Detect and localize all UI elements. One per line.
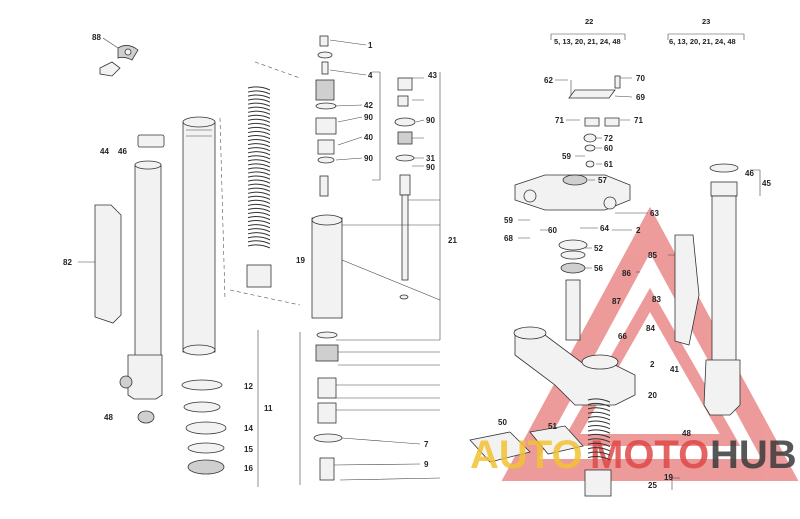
callout-88: 88 (92, 33, 101, 42)
callout-50: 50 (498, 418, 507, 427)
callout-31: 31 (426, 154, 435, 163)
callout-87: 87 (612, 297, 621, 306)
callout-46: 46 (745, 169, 754, 178)
spacer-19 (246, 264, 272, 288)
callout-40: 40 (364, 133, 373, 142)
callout-16: 16 (244, 464, 253, 473)
callout-69: 69 (636, 93, 645, 102)
callout-41: 41 (670, 365, 679, 374)
fork-guard-82 (78, 204, 122, 324)
callout-52: 52 (594, 244, 603, 253)
callout-83: 83 (652, 295, 661, 304)
right-outer-tube (674, 163, 741, 416)
watermark-hub: HUB (710, 433, 797, 477)
callout-90: 90 (364, 154, 373, 163)
callout-85: 85 (648, 251, 657, 260)
cartridge-assembly (311, 35, 343, 481)
callout-44: 44 (100, 147, 109, 156)
watermark-auto: AUTO (470, 433, 583, 477)
callout-43: 43 (428, 71, 437, 80)
group-23-number: 23 (702, 17, 710, 26)
callout-45: 45 (762, 179, 771, 188)
group-22-number: 22 (585, 17, 593, 26)
callout-57: 57 (598, 176, 607, 185)
callout-59: 59 (562, 152, 571, 161)
callout-19: 19 (664, 473, 673, 482)
callout-25: 25 (648, 481, 657, 490)
callout-68: 68 (504, 234, 513, 243)
lower-spring (587, 398, 611, 461)
left-outer-tube (119, 134, 165, 424)
callout-70: 70 (636, 74, 645, 83)
callout-48: 48 (682, 429, 691, 438)
callout-90: 90 (426, 116, 435, 125)
group-23-items: 6, 13, 20, 21, 24, 48 (669, 37, 736, 46)
callout-46: 46 (118, 147, 127, 156)
callout-63: 63 (650, 209, 659, 218)
callout-21: 21 (448, 236, 457, 245)
callout-14: 14 (244, 424, 253, 433)
inner-tube (182, 116, 216, 356)
brake-pads (469, 425, 584, 463)
callout-11: 11 (264, 404, 273, 413)
callout-9: 9 (424, 460, 429, 469)
callout-labels: 88 44 46 82 48 19 12 11 14 15 16 1 4 42 … (63, 17, 771, 490)
callout-90: 90 (426, 163, 435, 172)
fork-spring (247, 86, 271, 249)
callout-7: 7 (424, 440, 429, 449)
steering-stem (513, 279, 636, 497)
callout-82: 82 (63, 258, 72, 267)
callout-4: 4 (368, 71, 373, 80)
callout-60: 60 (548, 226, 557, 235)
watermark-text: AUTO MOTO HUB (470, 433, 797, 477)
callout-61: 61 (604, 160, 613, 169)
damper-rod (394, 77, 416, 300)
callout-2: 2 (636, 226, 641, 235)
watermark-moto: MOTO (590, 433, 709, 477)
callout-86: 86 (622, 269, 631, 278)
callout-56: 56 (594, 264, 603, 273)
group-22-items: 5, 13, 20, 21, 24, 48 (554, 37, 621, 46)
callout-20: 20 (648, 391, 657, 400)
part-88-clamp (99, 37, 139, 77)
callout-48: 48 (104, 413, 113, 422)
callout-42: 42 (364, 101, 373, 110)
callout-90: 90 (364, 113, 373, 122)
callout-71: 71 (555, 116, 564, 125)
callout-2: 2 (650, 360, 655, 369)
callout-66: 66 (618, 332, 627, 341)
callout-12: 12 (244, 382, 253, 391)
seals-stack (181, 379, 227, 475)
callout-19: 19 (296, 256, 305, 265)
callout-1: 1 (368, 41, 373, 50)
callout-51: 51 (548, 422, 557, 431)
callout-72: 72 (604, 134, 613, 143)
callout-59: 59 (504, 216, 513, 225)
steering-top (514, 75, 631, 274)
callout-84: 84 (646, 324, 655, 333)
callout-62: 62 (544, 76, 553, 85)
callout-15: 15 (244, 445, 253, 454)
callout-71: 71 (634, 116, 643, 125)
callout-60: 60 (604, 144, 613, 153)
callout-64: 64 (600, 224, 609, 233)
